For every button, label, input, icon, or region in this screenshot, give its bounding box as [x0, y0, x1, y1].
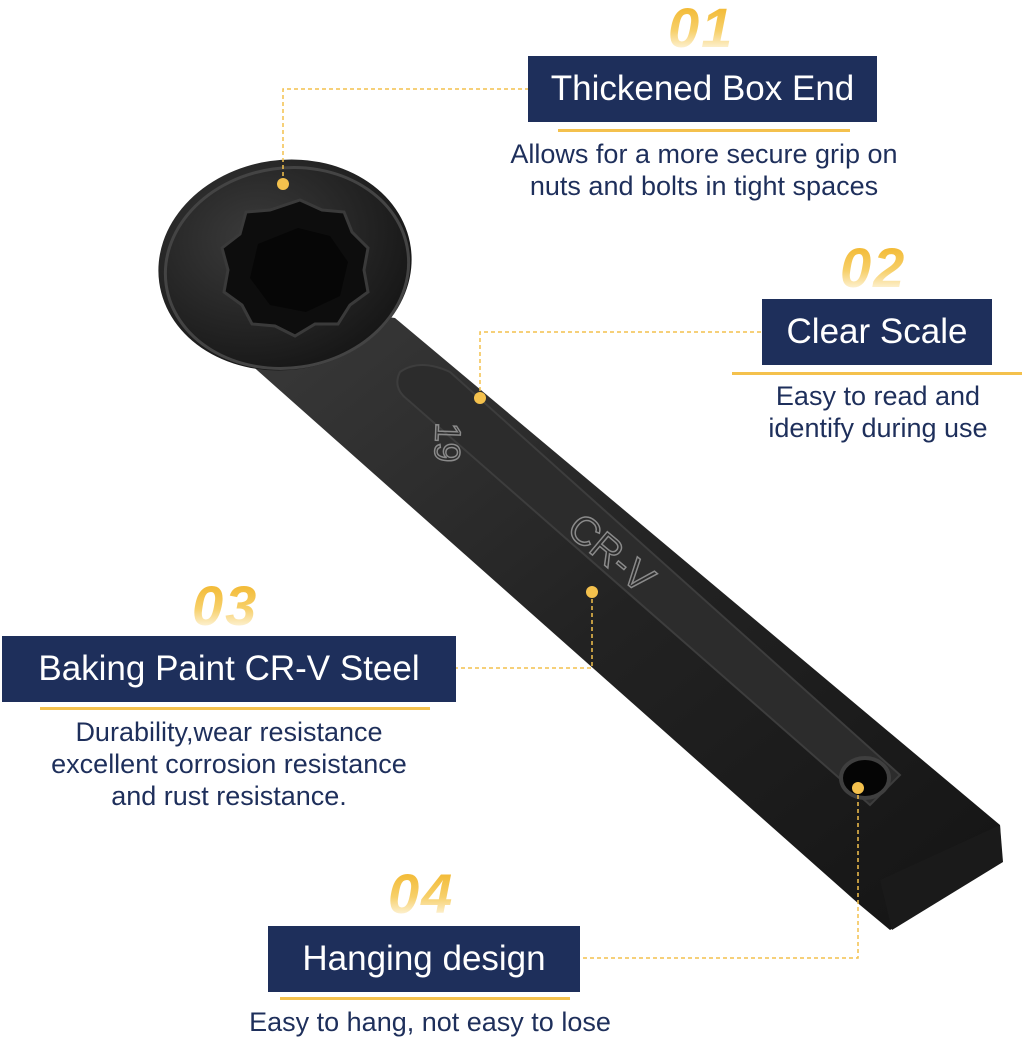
- feature-number-04: 04: [388, 862, 455, 925]
- size-mark: 19: [427, 422, 469, 463]
- feature-description-02: Easy to read and identify during use: [768, 381, 988, 443]
- feature-underline-04: [280, 997, 570, 1000]
- feature-description-01: Allows for a more secure grip on nuts an…: [510, 139, 898, 201]
- feature-description-04: Easy to hang, not easy to lose: [249, 1007, 611, 1037]
- feature-number-01: 01: [668, 0, 735, 59]
- feature-title-02: Clear Scale: [762, 299, 992, 365]
- feature-number-03: 03: [192, 574, 259, 637]
- feature-underline-02: [732, 372, 1022, 375]
- hanging-hole: [839, 756, 891, 800]
- feature-number-02: 02: [840, 236, 907, 299]
- feature-title-01: Thickened Box End: [528, 56, 877, 122]
- feature-underline-03: [40, 707, 430, 710]
- wrench-handle-end: [880, 825, 1003, 930]
- feature-description-03: Durability,wear resistance excellent cor…: [51, 717, 407, 811]
- feature-underline-01: [558, 129, 850, 132]
- feature-title-04: Hanging design: [268, 926, 580, 992]
- feature-title-03: Baking Paint CR-V Steel: [2, 636, 456, 702]
- wrench-handle: [240, 305, 1002, 930]
